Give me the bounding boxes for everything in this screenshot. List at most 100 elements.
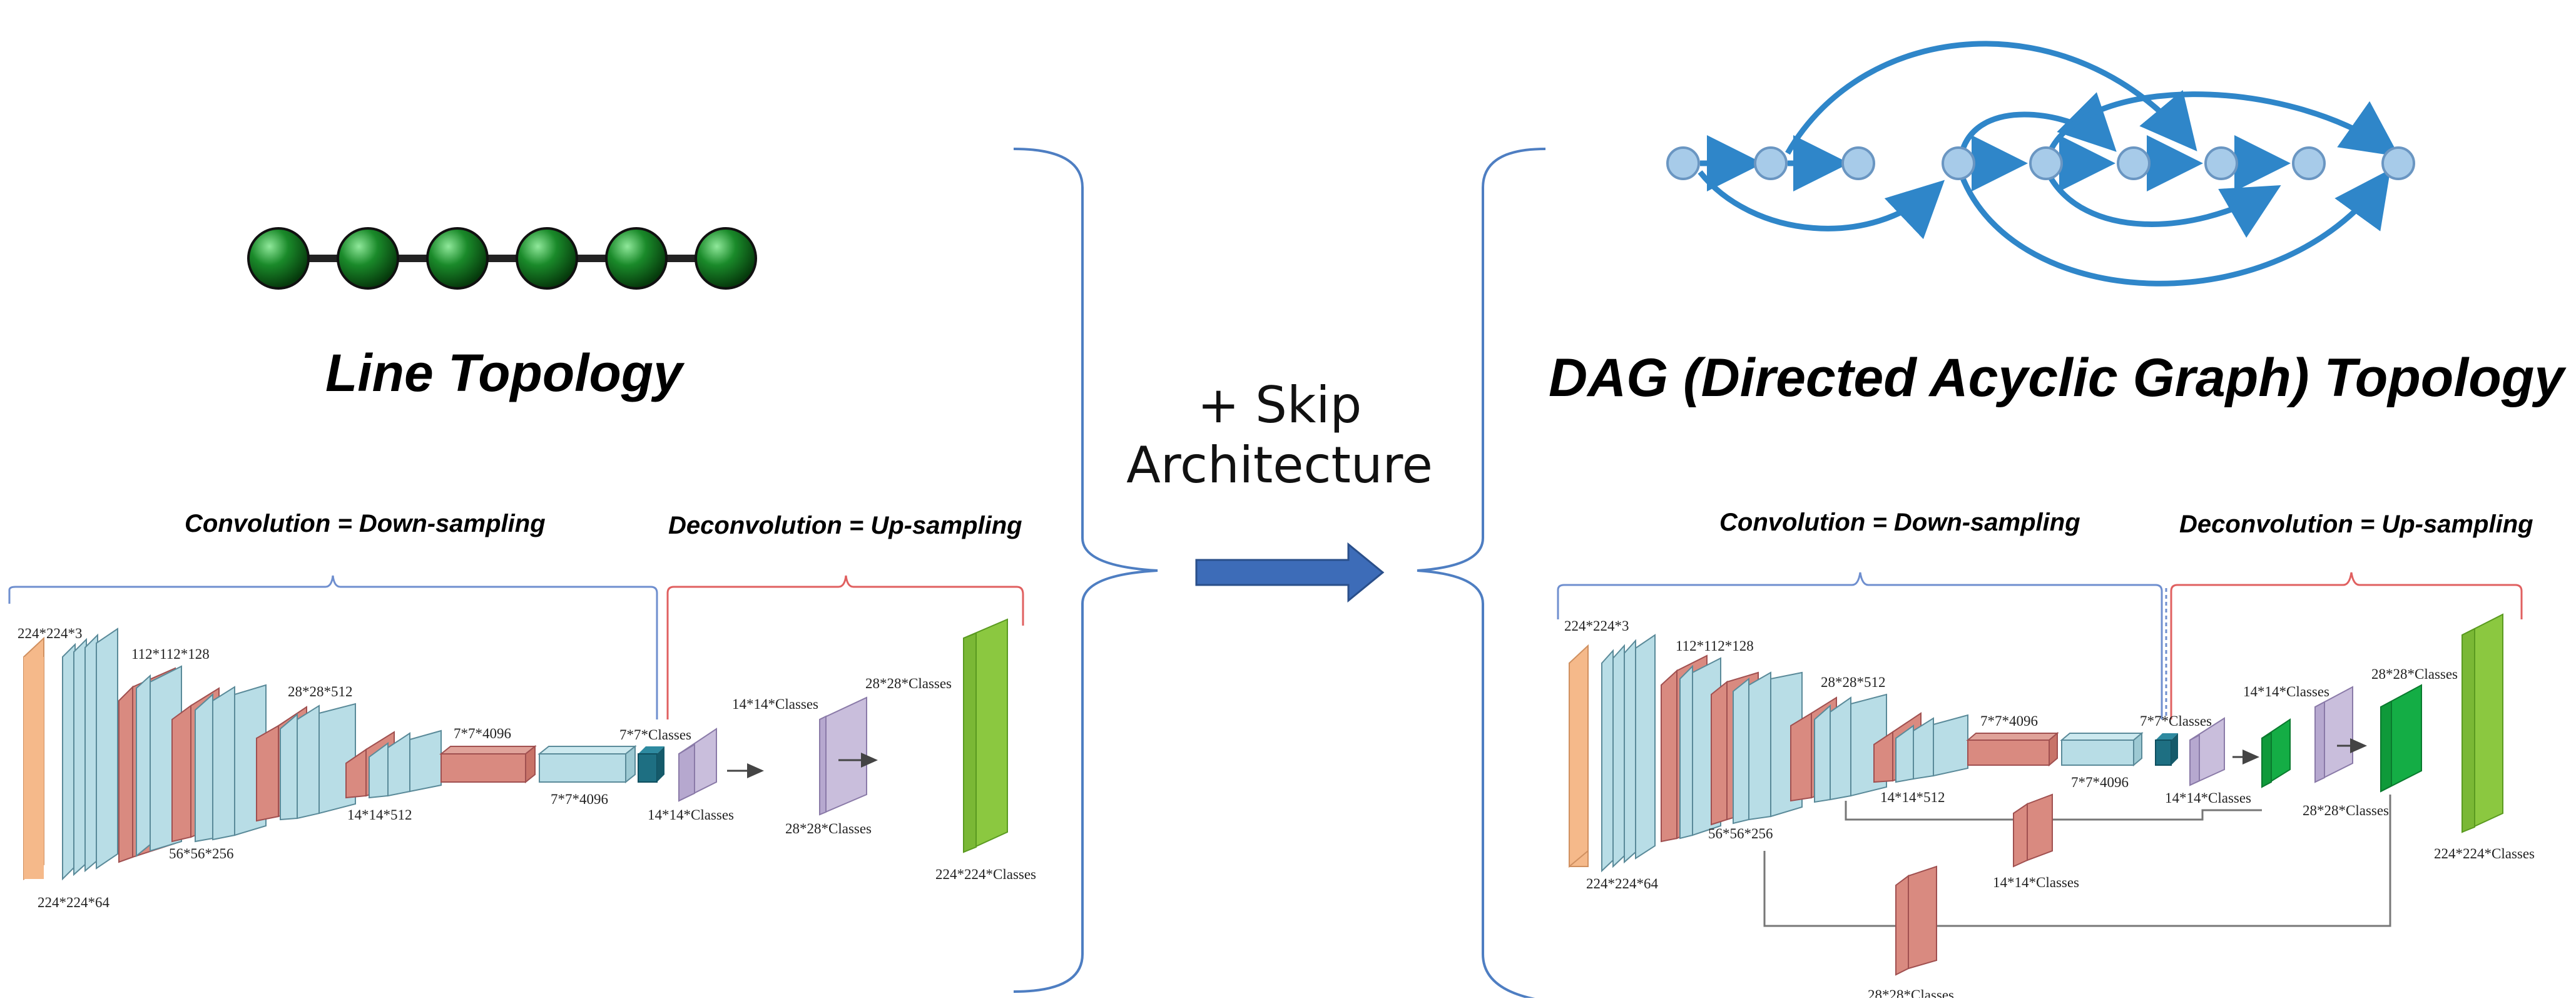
right-skip-pool-14	[2013, 793, 2053, 868]
right-deconv-label: Deconvolution = Up-sampling	[2179, 511, 2533, 538]
left-size-up2: 28*28*Classes	[865, 676, 952, 691]
left-size-up1: 14*14*Classes	[732, 696, 818, 712]
left-up2-block	[819, 696, 867, 816]
dag-edge	[2047, 173, 2281, 238]
left-conv4-stack	[280, 703, 356, 821]
dag-edge	[1698, 170, 1945, 240]
line-topology-graph	[247, 227, 757, 290]
line-node	[605, 227, 668, 290]
left-size-conv2: 112*112*128	[131, 646, 210, 662]
left-fc6	[439, 744, 537, 784]
dag-node	[2381, 146, 2415, 180]
left-output-block	[963, 618, 1008, 853]
right-pool2	[1711, 680, 1728, 826]
right-fc6	[1966, 731, 2059, 767]
dag-node	[2117, 146, 2151, 180]
right-conv-label: Convolution = Down-sampling	[1719, 509, 2080, 536]
right-size-up2: 28*28*Classes	[2371, 666, 2458, 682]
right-skip-pool-28	[1895, 865, 1937, 976]
left-conv3-stack	[195, 684, 267, 843]
right-conv-brace	[1557, 572, 2163, 719]
right-size-input: 224*224*3	[1564, 618, 1629, 634]
transform-arrow	[1195, 542, 1385, 603]
line-node	[337, 227, 399, 290]
left-conv1-stack	[62, 628, 118, 881]
right-pool3	[1790, 712, 1812, 802]
left-size-conv1: 224*224*64	[38, 895, 110, 910]
line-topology-title: Line Topology	[325, 343, 683, 402]
right-size-up1b: 14*14*Classes	[2165, 790, 2251, 806]
dag-node	[2029, 146, 2063, 180]
left-conv-label: Convolution = Down-sampling	[185, 510, 546, 537]
dag-topology-title: DAG (Directed Acyclic Graph) Topology	[1549, 348, 2565, 408]
right-size-skip1: 14*14*Classes	[1993, 875, 2079, 890]
skip-label-line1: + Skip	[1197, 376, 1362, 434]
dag-edge	[1785, 41, 2197, 155]
line-node	[695, 227, 757, 290]
dag-node	[2204, 146, 2238, 180]
dag-node	[1666, 146, 1700, 180]
right-up1-block	[2189, 717, 2225, 786]
dag-edge	[1958, 92, 2117, 155]
left-score-block	[638, 746, 664, 783]
left-size-fc6: 7*7*4096	[454, 726, 511, 741]
left-pool1	[118, 685, 133, 863]
right-deconv-brace	[2170, 572, 2523, 719]
skip-label-line2: Architecture	[1126, 436, 1433, 494]
left-size-conv5: 14*14*512	[347, 807, 412, 823]
line-node	[516, 227, 578, 290]
left-conv5-stack	[369, 729, 442, 799]
left-size-fc7: 7*7*4096	[551, 791, 608, 807]
dag-edge	[2046, 91, 2400, 157]
right-conv5-stack	[1895, 714, 1968, 783]
right-fcn-network: 224*224*3 224*224*64 112*112*128 56*56*2…	[1557, 572, 2535, 1001]
left-fcn-network: 224*224*3 224*224*64 112*112*128 56*56*2…	[8, 575, 1036, 910]
dag-nodes	[1666, 146, 2415, 180]
left-deconv-brace	[666, 575, 1024, 719]
left-size-up1b: 14*14*Classes	[648, 807, 734, 823]
right-size-skip2: 28*28*Classes	[1868, 987, 1954, 998]
left-size-out: 224*224*Classes	[935, 866, 1036, 882]
right-size-score: 7*7*Classes	[2140, 713, 2212, 729]
left-pool2	[171, 704, 191, 843]
right-size-conv2: 112*112*128	[1676, 638, 1754, 654]
right-size-conv1: 224*224*64	[1586, 876, 1659, 892]
dag-node	[2292, 146, 2326, 180]
right-score-block	[2155, 733, 2178, 766]
right-size-conv5: 14*14*512	[1880, 790, 1945, 805]
left-size-input: 224*224*3	[18, 626, 83, 641]
right-size-up2b: 28*28*Classes	[2303, 803, 2389, 818]
line-node	[247, 227, 310, 290]
dag-topology-graph	[1698, 41, 2400, 287]
right-pool1	[1661, 669, 1677, 843]
right-skip-line-2	[1763, 795, 2391, 927]
right-size-out: 224*224*Classes	[2434, 846, 2535, 861]
right-fc7	[2060, 731, 2144, 767]
dag-node	[1754, 146, 1788, 180]
line-node	[426, 227, 489, 290]
right-fuse2-block	[2380, 684, 2422, 793]
right-output-block	[2461, 613, 2503, 833]
right-skip-line-1	[1845, 801, 2262, 821]
left-size-conv4: 28*28*512	[288, 684, 353, 699]
left-up1-block	[678, 728, 717, 802]
right-size-conv3: 56*56*256	[1708, 826, 1773, 841]
left-size-score: 7*7*Classes	[619, 727, 691, 743]
left-deconv-label: Deconvolution = Up-sampling	[668, 512, 1022, 539]
right-fuse1-block	[2261, 718, 2291, 788]
left-size-conv3: 56*56*256	[169, 846, 234, 861]
skip-architecture-label: + Skip Architecture	[1092, 375, 1467, 495]
left-pool3	[256, 724, 279, 822]
right-size-conv4: 28*28*512	[1821, 674, 1886, 690]
right-size-up1: 14*14*Classes	[2243, 684, 2329, 699]
right-size-fc7: 7*7*4096	[2071, 775, 2129, 790]
left-group-brace	[1013, 148, 1158, 993]
dag-node	[1841, 146, 1875, 180]
right-group-brace	[1417, 148, 1546, 1001]
left-conv-brace	[8, 575, 658, 719]
left-fc7	[537, 744, 637, 784]
left-size-up2b: 28*28*Classes	[785, 821, 872, 836]
left-input-face	[24, 657, 44, 879]
